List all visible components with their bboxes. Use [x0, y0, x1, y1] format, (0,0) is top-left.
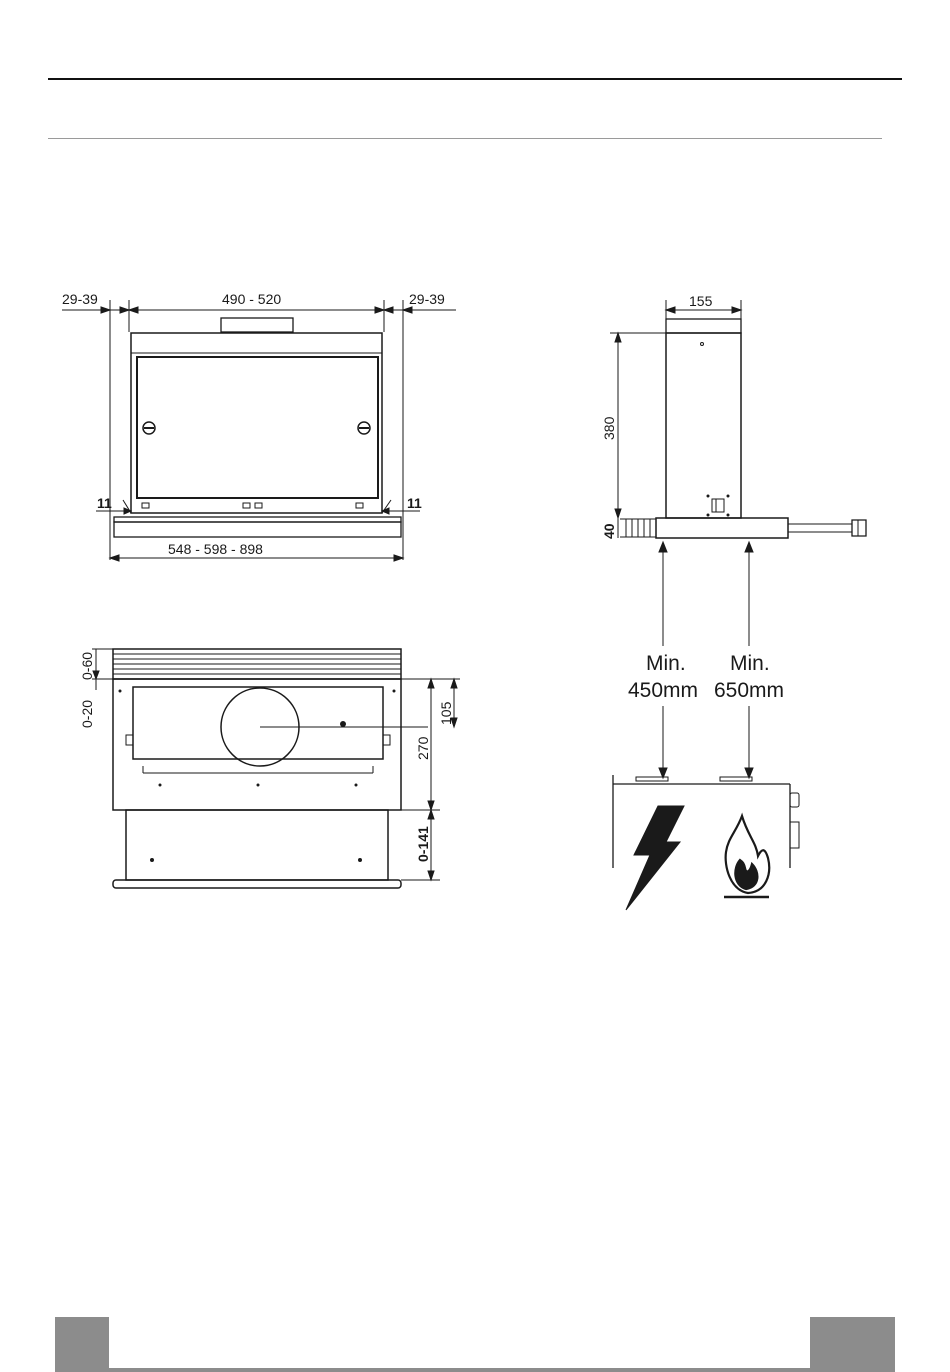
- front-view: 29-39 490 - 520 29-39 11 11 548 - 598 - …: [62, 291, 456, 561]
- side-view: 155 380 40: [601, 293, 866, 539]
- top-view: 0-60 0-20 105 270 0-141: [79, 649, 460, 888]
- top-dim-105: 105: [438, 701, 454, 725]
- front-dim-left: 29-39: [62, 291, 98, 307]
- footer-tab-right: [810, 1317, 895, 1372]
- front-dim-side-left: 11: [97, 495, 112, 511]
- side-dim-base: 40: [601, 523, 617, 539]
- clearance-view: Min. 450mm Min. 650mm: [613, 542, 799, 910]
- top-dim-0-20: 0-20: [79, 700, 95, 728]
- electric-min-label: Min.: [646, 652, 686, 675]
- side-dim-height: 380: [601, 416, 617, 440]
- flame-icon: [724, 816, 769, 897]
- front-dim-side-right: 11: [407, 495, 422, 511]
- front-dim-bottom: 548 - 598 - 898: [168, 541, 263, 557]
- footer-tab-left: [55, 1317, 109, 1372]
- top-dim-0-60: 0-60: [79, 652, 95, 680]
- front-dim-center: 490 - 520: [222, 291, 281, 307]
- gas-clearance-value: 650mm: [714, 679, 784, 702]
- electric-clearance-value: 450mm: [628, 679, 698, 702]
- footer-bar: [55, 1368, 895, 1372]
- top-dim-0-141: 0-141: [415, 826, 431, 862]
- gas-min-label: Min.: [730, 652, 770, 675]
- lightning-bolt-icon: [626, 806, 684, 910]
- top-dim-270: 270: [415, 736, 431, 760]
- front-dim-right: 29-39: [409, 291, 445, 307]
- side-dim-depth: 155: [689, 293, 713, 309]
